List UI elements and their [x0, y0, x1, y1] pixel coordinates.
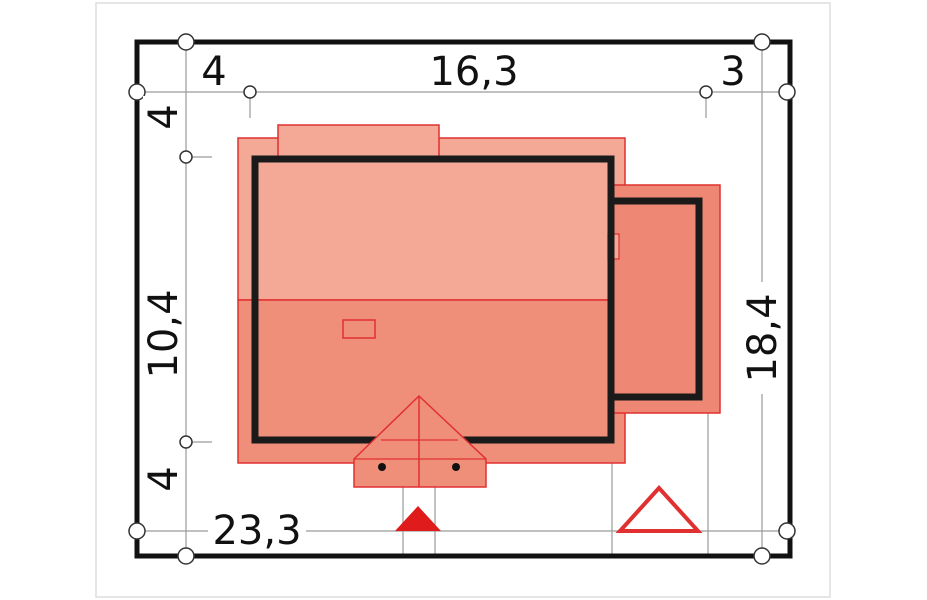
- dim-left-top: 4: [141, 104, 187, 129]
- porch-post-right-icon: [452, 463, 460, 471]
- node-left-top: [128, 83, 146, 101]
- roof-upper-slope: [237, 137, 626, 301]
- node-top-tick-1: [243, 85, 257, 99]
- entrance-marker-icon: [395, 506, 441, 531]
- node-right-top: [778, 83, 796, 101]
- image-border: [95, 2, 831, 598]
- garage-roof: [611, 184, 721, 414]
- dim-bottom-total: 23,3: [212, 508, 301, 554]
- node-top-right-inner: [753, 33, 771, 51]
- node-right-bottom: [778, 522, 796, 540]
- roof-dormer: [277, 124, 440, 159]
- dim-right-total: 18,4: [740, 293, 786, 382]
- node-bottom-right-inner: [753, 547, 771, 565]
- boundary-nodes: [128, 33, 796, 565]
- porch-roof: [353, 394, 487, 488]
- node-top-left-inner: [177, 33, 195, 51]
- dim-top-left: 4: [201, 49, 226, 95]
- dim-top-middle: 16,3: [429, 49, 518, 95]
- node-left-tick-1: [179, 150, 193, 164]
- dim-left-bottom: 4: [141, 466, 187, 491]
- label-backgrounds: [143, 52, 784, 550]
- dim-left-middle: 10,4: [141, 289, 187, 378]
- garage-outline: [611, 197, 703, 401]
- dim-top-right: 3: [720, 49, 745, 95]
- porch: [353, 394, 487, 488]
- garage-entrance-marker-icon: [615, 485, 703, 533]
- node-left-bottom: [128, 522, 146, 540]
- roof: [237, 124, 721, 464]
- node-top-tick-2: [699, 85, 713, 99]
- plot-boundary: [134, 39, 793, 559]
- node-left-tick-2: [179, 435, 193, 449]
- chimney-icon: [342, 319, 376, 339]
- node-bottom-left-inner: [177, 547, 195, 565]
- porch-post-left-icon: [378, 463, 386, 471]
